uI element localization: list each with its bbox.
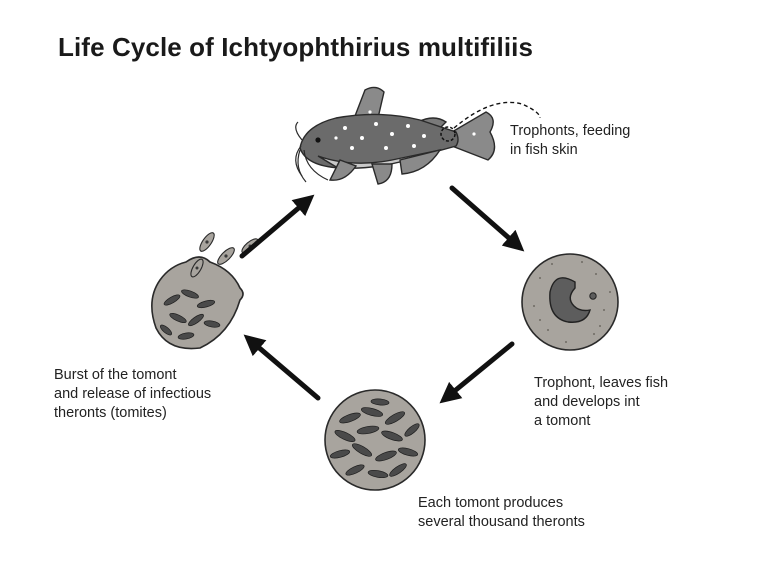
- label-line: in fish skin: [510, 142, 578, 158]
- dividing-tomont: [324, 389, 426, 491]
- arrow-tomont-to-burst: [243, 334, 321, 401]
- label-tomont-forming: Trophont, leaves fish and develops int a…: [534, 374, 668, 431]
- arrow-burst-to-fish: [239, 194, 315, 259]
- horseshoe-nucleus: [549, 277, 591, 323]
- label-tomont-dividing: Each tomont produces several thousand th…: [418, 494, 585, 532]
- trophont-cell: [521, 253, 619, 351]
- label-line: Trophonts, feeding: [510, 123, 631, 139]
- label-line: Trophont, leaves fish: [534, 375, 669, 391]
- white-spot-marks: [334, 110, 476, 150]
- skin-callout: [440, 101, 541, 142]
- label-line: Burst of the tomont: [54, 367, 177, 383]
- label-trophont-feeding: Trophonts, feeding in fish skin: [510, 122, 630, 160]
- label-tomont-burst: Burst of the tomont and release of infec…: [54, 366, 211, 423]
- cycle-arrows: [239, 185, 525, 404]
- label-line: a tomont: [534, 413, 591, 429]
- diagram-title: Life Cycle of Ichtyophthirius multifilii…: [58, 32, 534, 62]
- bursting-tomont: [151, 232, 259, 350]
- label-line: several thousand theronts: [418, 514, 585, 530]
- label-line: theronts (tomites): [54, 405, 167, 421]
- label-line: and develops int: [534, 394, 640, 410]
- arrow-fish-to-trophont: [449, 185, 525, 252]
- label-line: Each tomont produces: [418, 495, 564, 511]
- arrow-trophont-to-tomont: [439, 341, 515, 404]
- label-line: and release of infectious: [54, 386, 212, 402]
- catfish-illustration: [295, 86, 496, 185]
